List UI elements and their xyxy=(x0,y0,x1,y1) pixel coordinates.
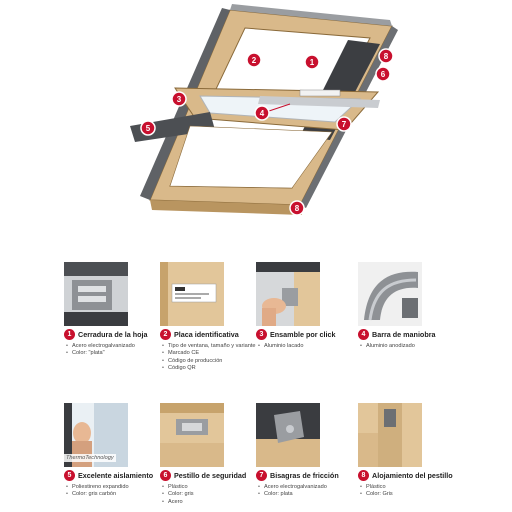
feature-spec: Color: Gris xyxy=(360,491,466,499)
feature-spec: Tipo de ventana, tamaño y variante xyxy=(162,343,268,351)
svg-text:4: 4 xyxy=(260,109,265,118)
feature-spec: Color: gris xyxy=(162,491,268,499)
feature-spec: Código QR xyxy=(162,365,268,373)
feature-title: Barra de maniobra xyxy=(372,330,436,339)
feature-number-badge: 8 xyxy=(358,470,369,481)
feature-number-badge: 2 xyxy=(160,329,171,340)
feature-title: Pestillo de seguridad xyxy=(174,471,247,480)
feature-title: Excelente aislamiento xyxy=(78,471,154,480)
feature-spec: Poliestireno expandido xyxy=(66,484,172,492)
feature-spec: Acero electrogalvanizado xyxy=(258,484,364,492)
sash xyxy=(174,87,380,131)
insulation-photo-icon: ThermoTechnology xyxy=(64,403,128,467)
feature-spec: Color: plata xyxy=(258,491,364,499)
svg-text:8: 8 xyxy=(384,52,389,61)
id-plate-photo-icon xyxy=(160,262,224,326)
svg-text:7: 7 xyxy=(342,120,347,129)
svg-text:1: 1 xyxy=(310,58,315,67)
feature-number-badge: 4 xyxy=(358,329,369,340)
feature-spec: Aluminio anodizado xyxy=(360,343,466,351)
feature-title: Cerradura de la hoja xyxy=(78,330,148,339)
feature-spec: Código de producción xyxy=(162,358,268,366)
callout-8-top: 8 xyxy=(378,48,394,64)
feature-spec: Acero xyxy=(162,499,268,507)
callout-3: 3 xyxy=(171,91,187,107)
feature-spec: Color: gris carbón xyxy=(66,491,172,499)
feature-spec: Marcado CE xyxy=(162,350,268,358)
callout-1: 1 xyxy=(304,54,320,70)
latch-photo-icon xyxy=(64,262,128,326)
feature-spec: Plástico xyxy=(360,484,466,492)
callout-7: 7 xyxy=(336,116,352,132)
svg-text:8: 8 xyxy=(295,204,300,213)
callout-2: 2 xyxy=(246,52,262,68)
feature-title: Bisagras de fricción xyxy=(270,471,339,480)
feature-spec: Aluminio lacado xyxy=(258,343,364,351)
callout-6: 6 xyxy=(375,66,391,82)
feature-spec: Color: "plata" xyxy=(66,350,172,358)
click-assembly-photo-icon xyxy=(256,262,320,326)
feature-number-badge: 6 xyxy=(160,470,171,481)
roof-window-illustration: 1 2 3 4 5 6 7 8 8 xyxy=(130,4,398,216)
friction-hinge-photo-icon xyxy=(256,403,320,467)
feature-title: Alojamiento del pestillo xyxy=(372,471,453,480)
feature-number-badge: 3 xyxy=(256,329,267,340)
safety-latch-photo-icon xyxy=(160,403,224,467)
frame-bottom-glass xyxy=(169,125,333,189)
feature-spec: Acero electrogalvanizado xyxy=(66,343,172,351)
callout-8-bottom: 8 xyxy=(289,200,305,216)
feature-spec: Plástico xyxy=(162,484,268,492)
callout-4: 4 xyxy=(254,103,291,121)
svg-text:3: 3 xyxy=(177,95,182,104)
feature-number-badge: 1 xyxy=(64,329,75,340)
feature-title: Placa identificativa xyxy=(174,330,239,339)
svg-text:2: 2 xyxy=(252,56,257,65)
control-bar-photo-icon xyxy=(358,262,422,326)
feature-title: Ensamble por click xyxy=(270,330,336,339)
svg-text:6: 6 xyxy=(381,70,386,79)
thermotechnology-label: ThermoTechnology xyxy=(64,454,116,462)
latch-housing-photo-icon xyxy=(358,403,422,467)
callout-5: 5 xyxy=(140,120,156,136)
feature-number-badge: 7 xyxy=(256,470,267,481)
feature-number-badge: 5 xyxy=(64,470,75,481)
svg-text:5: 5 xyxy=(146,124,151,133)
top-flashing xyxy=(230,4,392,26)
